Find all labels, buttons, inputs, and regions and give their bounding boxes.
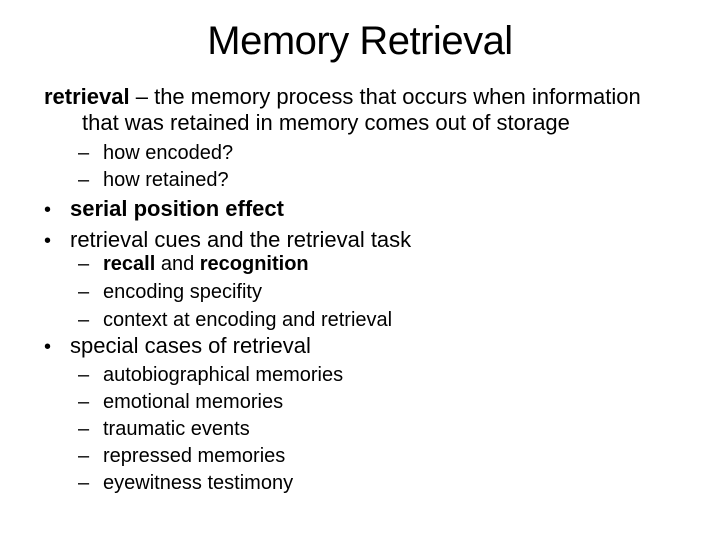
list-item: –encoding specifity xyxy=(78,278,720,306)
list-item-label: recall and recognition xyxy=(103,250,309,278)
dash-marker: – xyxy=(78,281,90,303)
dash-marker: – xyxy=(78,445,90,467)
list-item-label: how encoded? xyxy=(103,142,234,164)
list-item-label: encoding specifity xyxy=(103,281,262,303)
slide-title: Memory Retrieval xyxy=(207,19,513,63)
list-item-label: autobiographical memories xyxy=(103,364,344,386)
sub-list-retrieval-cues: –recall and recognition –encoding specif… xyxy=(0,250,720,334)
dash-marker: – xyxy=(78,253,90,275)
bullet-marker: • xyxy=(44,230,52,252)
list-item-label: special cases of retrieval xyxy=(70,333,311,358)
list-item: –traumatic events xyxy=(78,416,720,443)
bold-word: recall xyxy=(103,253,156,275)
list-item: –recall and recognition xyxy=(78,250,720,278)
dash-marker: – xyxy=(78,169,90,191)
list-item: –autobiographical memories xyxy=(78,362,720,389)
list-item-label: serial position effect xyxy=(70,196,284,221)
definition-line-2: that was retained in memory comes out of… xyxy=(82,110,570,135)
definition-paragraph: retrieval – the memory process that occu… xyxy=(0,84,720,136)
list-item: • serial position effect xyxy=(44,194,720,225)
bullet-marker: • xyxy=(44,199,52,221)
list-item: –context at encoding and retrieval xyxy=(78,306,720,334)
definition-text: – the memory process that occurs when in… xyxy=(129,84,641,109)
bold-word: recognition xyxy=(199,253,309,275)
main-bullet-list: • serial position effect • retrieval cues … xyxy=(0,194,720,256)
definition-line-1: retrieval – the memory process that occu… xyxy=(44,84,720,110)
dash-marker: – xyxy=(78,364,90,386)
list-item-label: emotional memories xyxy=(103,391,284,413)
dash-marker: – xyxy=(78,309,90,331)
sub-list-special-cases: –autobiographical memories –emotional me… xyxy=(0,362,720,497)
list-item: • special cases of retrieval xyxy=(44,331,720,362)
special-cases-bullet: • special cases of retrieval xyxy=(0,331,720,362)
definition-term: retrieval xyxy=(44,84,130,109)
list-item-label: repressed memories xyxy=(103,445,286,467)
list-item: –how encoded? xyxy=(78,140,720,167)
list-item: –how retained? xyxy=(78,167,720,194)
list-item-label: eyewitness testimony xyxy=(103,472,294,494)
dash-marker: – xyxy=(78,418,90,440)
dash-marker: – xyxy=(78,142,90,164)
list-item: • retrieval cues and the retrieval task xyxy=(44,225,720,256)
list-item-label: retrieval cues and the retrieval task xyxy=(70,227,412,252)
dash-marker: – xyxy=(78,391,90,413)
list-item-label: how retained? xyxy=(103,169,229,191)
list-item-label: context at encoding and retrieval xyxy=(103,309,393,331)
list-item: –emotional memories xyxy=(78,389,720,416)
list-item: –repressed memories xyxy=(78,443,720,470)
list-item-label: traumatic events xyxy=(103,418,250,440)
bullet-marker: • xyxy=(44,336,52,358)
dash-marker: – xyxy=(78,472,90,494)
list-item: –eyewitness testimony xyxy=(78,470,720,497)
sub-list-how: –how encoded? –how retained? xyxy=(0,140,720,194)
plain-word: and xyxy=(155,253,200,275)
